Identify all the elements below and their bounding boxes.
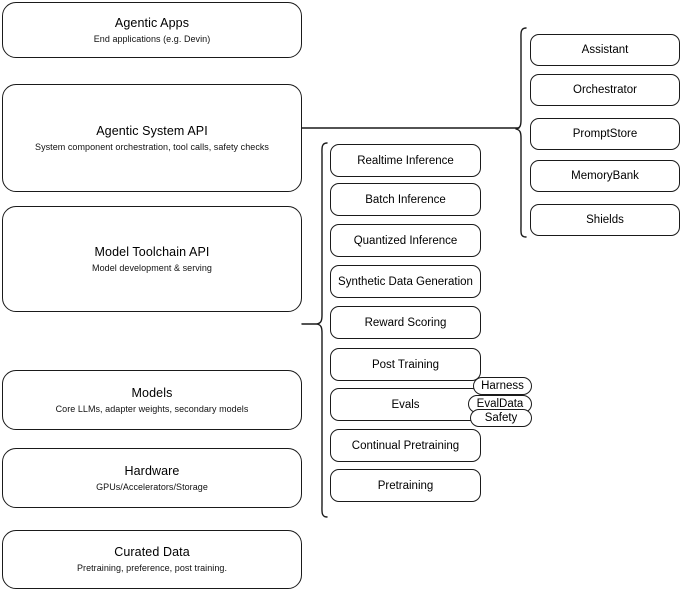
layer-subtitle: System component orchestration, tool cal… — [35, 141, 269, 152]
layer-hardware[interactable]: Hardware GPUs/Accelerators/Storage — [2, 448, 302, 508]
capability-label: Reward Scoring — [364, 316, 447, 329]
component-promptstore[interactable]: PromptStore — [530, 118, 680, 150]
component-assistant[interactable]: Assistant — [530, 34, 680, 66]
eval-tag-label: EvalData — [476, 398, 524, 410]
layer-curated-data[interactable]: Curated Data Pretraining, preference, po… — [2, 530, 302, 589]
layer-subtitle: Model development & serving — [92, 262, 212, 273]
eval-tag-harness[interactable]: Harness — [473, 377, 532, 395]
capability-label: Evals — [391, 398, 420, 411]
capability-continual-pretraining[interactable]: Continual Pretraining — [330, 429, 481, 462]
capability-label: Batch Inference — [365, 193, 446, 206]
component-orchestrator[interactable]: Orchestrator — [530, 74, 680, 106]
layer-subtitle: GPUs/Accelerators/Storage — [96, 481, 208, 492]
capability-label: Pretraining — [377, 479, 434, 492]
layer-subtitle: Pretraining, preference, post training. — [76, 563, 228, 573]
layer-title: Agentic Apps — [114, 15, 190, 30]
component-label: Orchestrator — [573, 84, 637, 96]
layer-agentic-apps[interactable]: Agentic Apps End applications (e.g. Devi… — [2, 2, 302, 58]
layer-subtitle: End applications (e.g. Devin) — [93, 33, 211, 44]
layer-agentic-system-api[interactable]: Agentic System API System component orch… — [2, 84, 302, 192]
layer-title: Curated Data — [114, 545, 190, 559]
capability-label: Quantized Inference — [353, 234, 458, 247]
layer-models[interactable]: Models Core LLMs, adapter weights, secon… — [2, 370, 302, 430]
component-label: Shields — [586, 214, 624, 226]
capability-pretraining[interactable]: Pretraining — [330, 469, 481, 502]
layer-title: Agentic System API — [96, 123, 208, 138]
layer-subtitle: Core LLMs, adapter weights, secondary mo… — [55, 403, 249, 414]
component-memorybank[interactable]: MemoryBank — [530, 160, 680, 192]
brace-system-components — [515, 27, 527, 238]
eval-tag-label: Harness — [481, 380, 524, 392]
eval-tag-label: Safety — [484, 412, 518, 424]
capability-quantized-inference[interactable]: Quantized Inference — [330, 224, 481, 257]
component-label: MemoryBank — [571, 170, 639, 182]
capability-post-training[interactable]: Post Training — [330, 348, 481, 381]
layer-title: Hardware — [124, 463, 180, 478]
capability-evals[interactable]: Evals — [330, 388, 481, 421]
capability-label: Continual Pretraining — [351, 439, 460, 452]
capability-synthetic-data-generation[interactable]: Synthetic Data Generation — [330, 265, 481, 298]
capability-label: Synthetic Data Generation — [338, 275, 473, 288]
component-label: PromptStore — [572, 128, 638, 140]
layer-title: Model Toolchain API — [94, 244, 210, 259]
capability-label: Post Training — [371, 358, 440, 371]
capability-reward-scoring[interactable]: Reward Scoring — [330, 306, 481, 339]
component-label: Assistant — [581, 44, 629, 56]
brace-toolchain-capabilities — [316, 142, 328, 518]
capability-batch-inference[interactable]: Batch Inference — [330, 183, 481, 216]
capability-realtime-inference[interactable]: Realtime Inference — [330, 144, 481, 177]
capability-label: Realtime Inference — [357, 154, 454, 167]
component-shields[interactable]: Shields — [530, 204, 680, 236]
eval-tag-safety[interactable]: Safety — [470, 409, 532, 427]
layer-model-toolchain-api[interactable]: Model Toolchain API Model development & … — [2, 206, 302, 312]
layer-title: Models — [131, 385, 173, 400]
